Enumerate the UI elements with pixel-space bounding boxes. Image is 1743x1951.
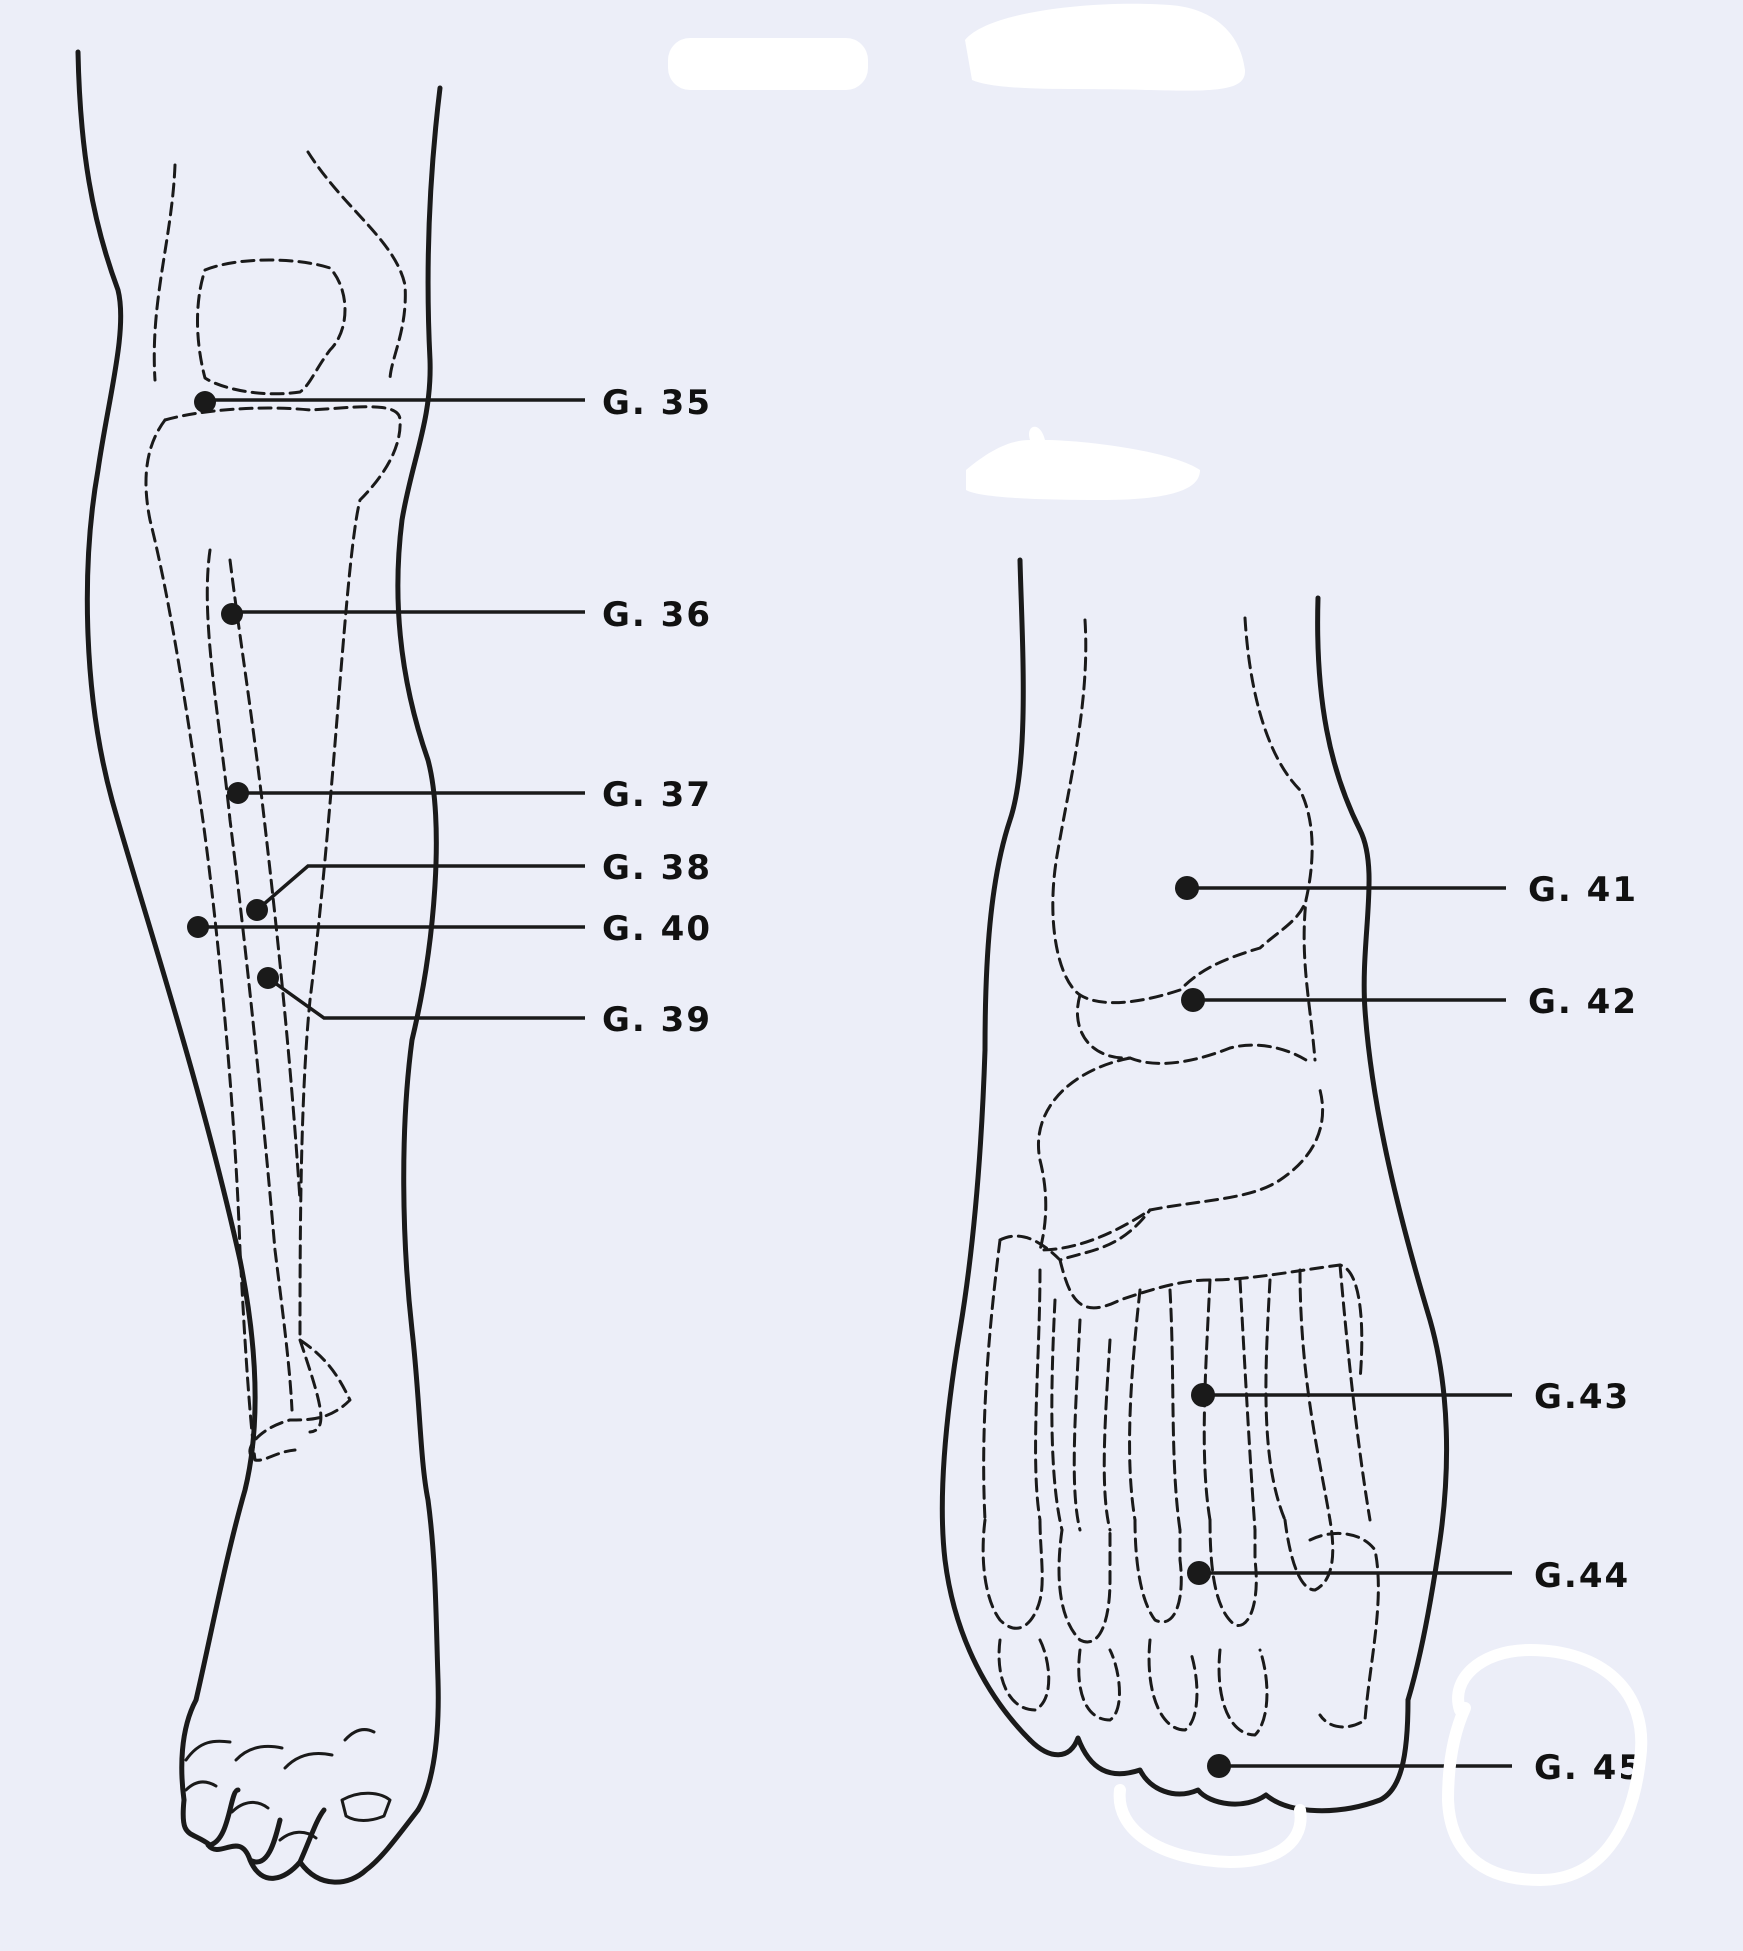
foot-fibula-bone (1243, 616, 1317, 1062)
point-g38 (246, 899, 268, 921)
label-g40: G. 40 (602, 909, 712, 949)
label-g43: G.43 (1534, 1377, 1630, 1417)
talus-bone (1075, 993, 1308, 1065)
label-g42: G. 42 (1528, 982, 1638, 1022)
label-g41: G. 41 (1528, 870, 1638, 910)
label-g36: G. 36 (602, 595, 712, 635)
cuneiform-bones (998, 1208, 1364, 1382)
point-g43 (1191, 1383, 1215, 1407)
label-g37: G. 37 (602, 775, 712, 815)
leader-g39 (266, 976, 585, 1020)
point-g41 (1175, 876, 1199, 900)
leg-toes (180, 1787, 421, 1885)
femur-bone (152, 150, 407, 382)
point-g37 (227, 782, 249, 804)
foot-outline-left (939, 557, 1033, 1743)
correction-ring-left (1113, 1784, 1307, 1869)
point-g35 (194, 391, 216, 413)
leader-g38 (255, 864, 585, 912)
correction-ring-right (1441, 1643, 1648, 1887)
point-g36 (221, 603, 243, 625)
patella-bone (196, 258, 347, 396)
navicular-bone (1037, 1056, 1325, 1252)
label-g39: G. 39 (602, 1000, 712, 1040)
point-g44 (1187, 1561, 1211, 1585)
leg-outline-left (75, 49, 258, 1803)
point-g45 (1207, 1754, 1231, 1778)
phalanx-bones (981, 1518, 1380, 1737)
point-g39 (257, 967, 279, 989)
label-g38: G. 38 (602, 848, 712, 888)
leg-toenails (184, 1728, 392, 1842)
label-g35: G. 35 (602, 383, 712, 423)
correction-patch-1 (668, 38, 868, 90)
correction-patch-3 (966, 426, 1200, 500)
correction-marks (668, 3, 1648, 1887)
foot-outline-right (1315, 595, 1450, 1703)
fibula-bone (205, 548, 302, 1412)
tibia-inner-edge (144, 418, 297, 1462)
label-g44: G.44 (1534, 1556, 1630, 1596)
foot-toes (1027, 1697, 1411, 1814)
correction-patch-2 (965, 3, 1246, 91)
label-g45: G. 45 (1534, 1748, 1644, 1788)
leg-outline-right (395, 85, 443, 1813)
foot-figure (939, 557, 1512, 1814)
point-g40 (187, 916, 209, 938)
metatarsal-bones (982, 1238, 1372, 1532)
leg-figure (75, 49, 585, 1885)
foot-tibia-bone (1051, 618, 1308, 1005)
point-g42 (1181, 988, 1205, 1012)
tibia-bone (163, 405, 402, 1462)
